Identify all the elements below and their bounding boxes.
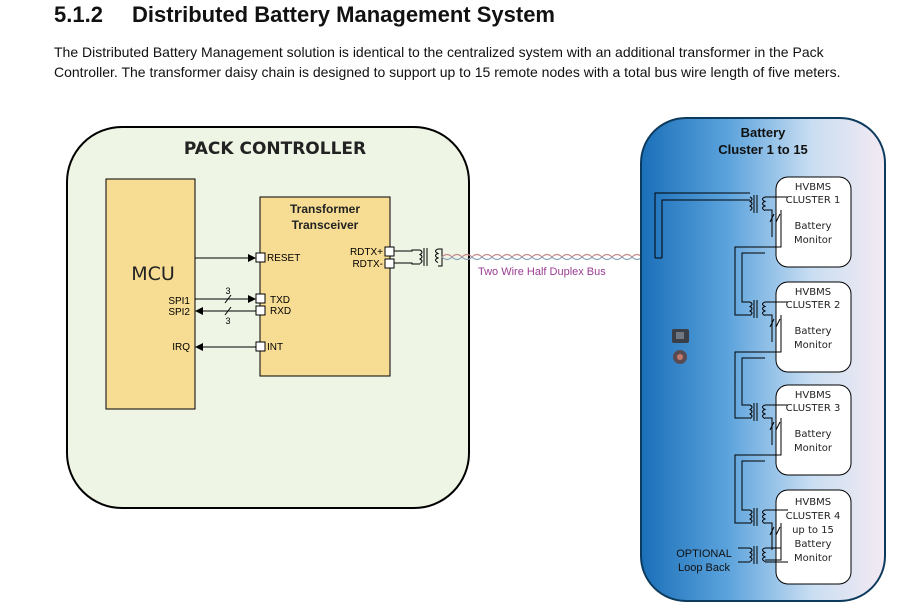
cluster-label-5: Monitor bbox=[794, 553, 833, 564]
section-number: 5.1.2 bbox=[54, 2, 103, 27]
daisy-chain-wiring bbox=[654, 192, 765, 524]
cluster-label-1: HVBMS bbox=[795, 497, 831, 508]
cluster-wiring bbox=[765, 301, 788, 353]
section-title: Distributed Battery Management System bbox=[132, 2, 555, 27]
description-line-1: The Distributed Battery Management solut… bbox=[54, 44, 824, 60]
pin-rdtx-plus bbox=[384, 246, 395, 257]
section-description: The Distributed Battery Management solut… bbox=[54, 42, 923, 82]
pin-label-int: INT bbox=[267, 342, 283, 353]
mcu-pin-spi2: SPI2 bbox=[168, 307, 190, 318]
transceiver-title-1: Transformer bbox=[290, 202, 360, 216]
switch-icon bbox=[769, 213, 781, 223]
pack-controller: PACK CONTROLLER MCU SPI1 SPI2 IRQ Transf… bbox=[66, 126, 470, 509]
switch-icon bbox=[769, 526, 781, 536]
cluster-label-5: Monitor bbox=[794, 340, 833, 351]
transceiver-title-2: Transceiver bbox=[292, 218, 359, 232]
cluster-label-2: CLUSTER 1 bbox=[786, 195, 841, 206]
cluster-label-4: Battery bbox=[794, 326, 831, 337]
cluster-label-4: Battery bbox=[794, 221, 831, 232]
cluster-label-5: Monitor bbox=[794, 443, 833, 454]
pack-controller-title: PACK CONTROLLER bbox=[184, 139, 366, 159]
bus-label: Two Wire Half Duplex Bus bbox=[478, 266, 606, 278]
loopback-wiring bbox=[738, 535, 788, 563]
bus-slash-tx bbox=[224, 294, 232, 304]
battery-cluster-title-1: Battery bbox=[741, 125, 787, 140]
cluster-label-4: Battery bbox=[794, 539, 831, 550]
cluster-label-2: CLUSTER 4 bbox=[786, 511, 841, 522]
cluster-label-2: CLUSTER 3 bbox=[786, 403, 841, 414]
pin-txd bbox=[255, 293, 266, 304]
cluster-label-1: HVBMS bbox=[795, 182, 831, 193]
bus-slash-rx bbox=[224, 306, 232, 316]
cluster-transformer-icon bbox=[748, 508, 767, 526]
chip-image-icon bbox=[672, 329, 689, 364]
mcu-pin-irq: IRQ bbox=[172, 342, 190, 353]
cluster-label-1: HVBMS bbox=[795, 390, 831, 401]
pin-label-txd: TXD bbox=[270, 295, 290, 306]
transceiver-block bbox=[259, 196, 391, 377]
pin-label-rdtx-plus: RDTX+ bbox=[350, 247, 383, 258]
loopback-label-1: OPTIONAL bbox=[676, 548, 732, 560]
switch-icon bbox=[769, 421, 781, 431]
cluster-box bbox=[775, 489, 852, 585]
battery-cluster-title-2: Cluster 1 to 15 bbox=[718, 142, 808, 157]
pin-rxd bbox=[255, 305, 266, 316]
bus-wire-b bbox=[441, 256, 663, 261]
cluster-transformer-icon bbox=[748, 195, 767, 213]
pin-label-reset: RESET bbox=[267, 253, 300, 264]
twisted-pair-bus: Two Wire Half Duplex Bus bbox=[441, 253, 663, 278]
bus-width-rx: 3 bbox=[225, 316, 230, 326]
mcu-pin-spi1: SPI1 bbox=[168, 296, 190, 307]
pin-label-rxd: RXD bbox=[270, 306, 291, 317]
cluster-label-2: CLUSTER 2 bbox=[786, 300, 841, 311]
cluster-wiring bbox=[765, 404, 788, 456]
battery-cluster-panel: Battery Cluster 1 to 15 HVBMS CLUSTER 1 Ba… bbox=[640, 117, 886, 602]
pin-reset bbox=[255, 252, 266, 263]
mcu-block bbox=[105, 178, 196, 410]
description-line-2: Controller. The transformer daisy chain … bbox=[54, 64, 841, 80]
pin-label-rdtx-minus: RDTX- bbox=[352, 259, 383, 270]
cluster-label-5: Monitor bbox=[794, 235, 833, 246]
cluster-transformer-icon bbox=[748, 300, 767, 318]
bus-width-tx: 3 bbox=[225, 286, 230, 296]
pin-rdtx-minus bbox=[384, 258, 395, 269]
cluster-label-4: Battery bbox=[794, 429, 831, 440]
loopback-label-2: Loop Back bbox=[678, 562, 730, 574]
cluster-label-3: up to 15 bbox=[792, 525, 834, 536]
loopback-transformer-icon bbox=[748, 546, 767, 564]
cluster-label-1: HVBMS bbox=[795, 287, 831, 298]
switch-icon bbox=[769, 318, 781, 328]
mcu-label: MCU bbox=[131, 263, 175, 285]
pin-int bbox=[255, 341, 266, 352]
cluster-wiring bbox=[765, 196, 788, 248]
pack-transformer-icon bbox=[394, 248, 443, 267]
cluster-transformer-icon bbox=[748, 403, 767, 421]
section-heading: 5.1.2 Distributed Battery Management Syst… bbox=[54, 2, 555, 28]
